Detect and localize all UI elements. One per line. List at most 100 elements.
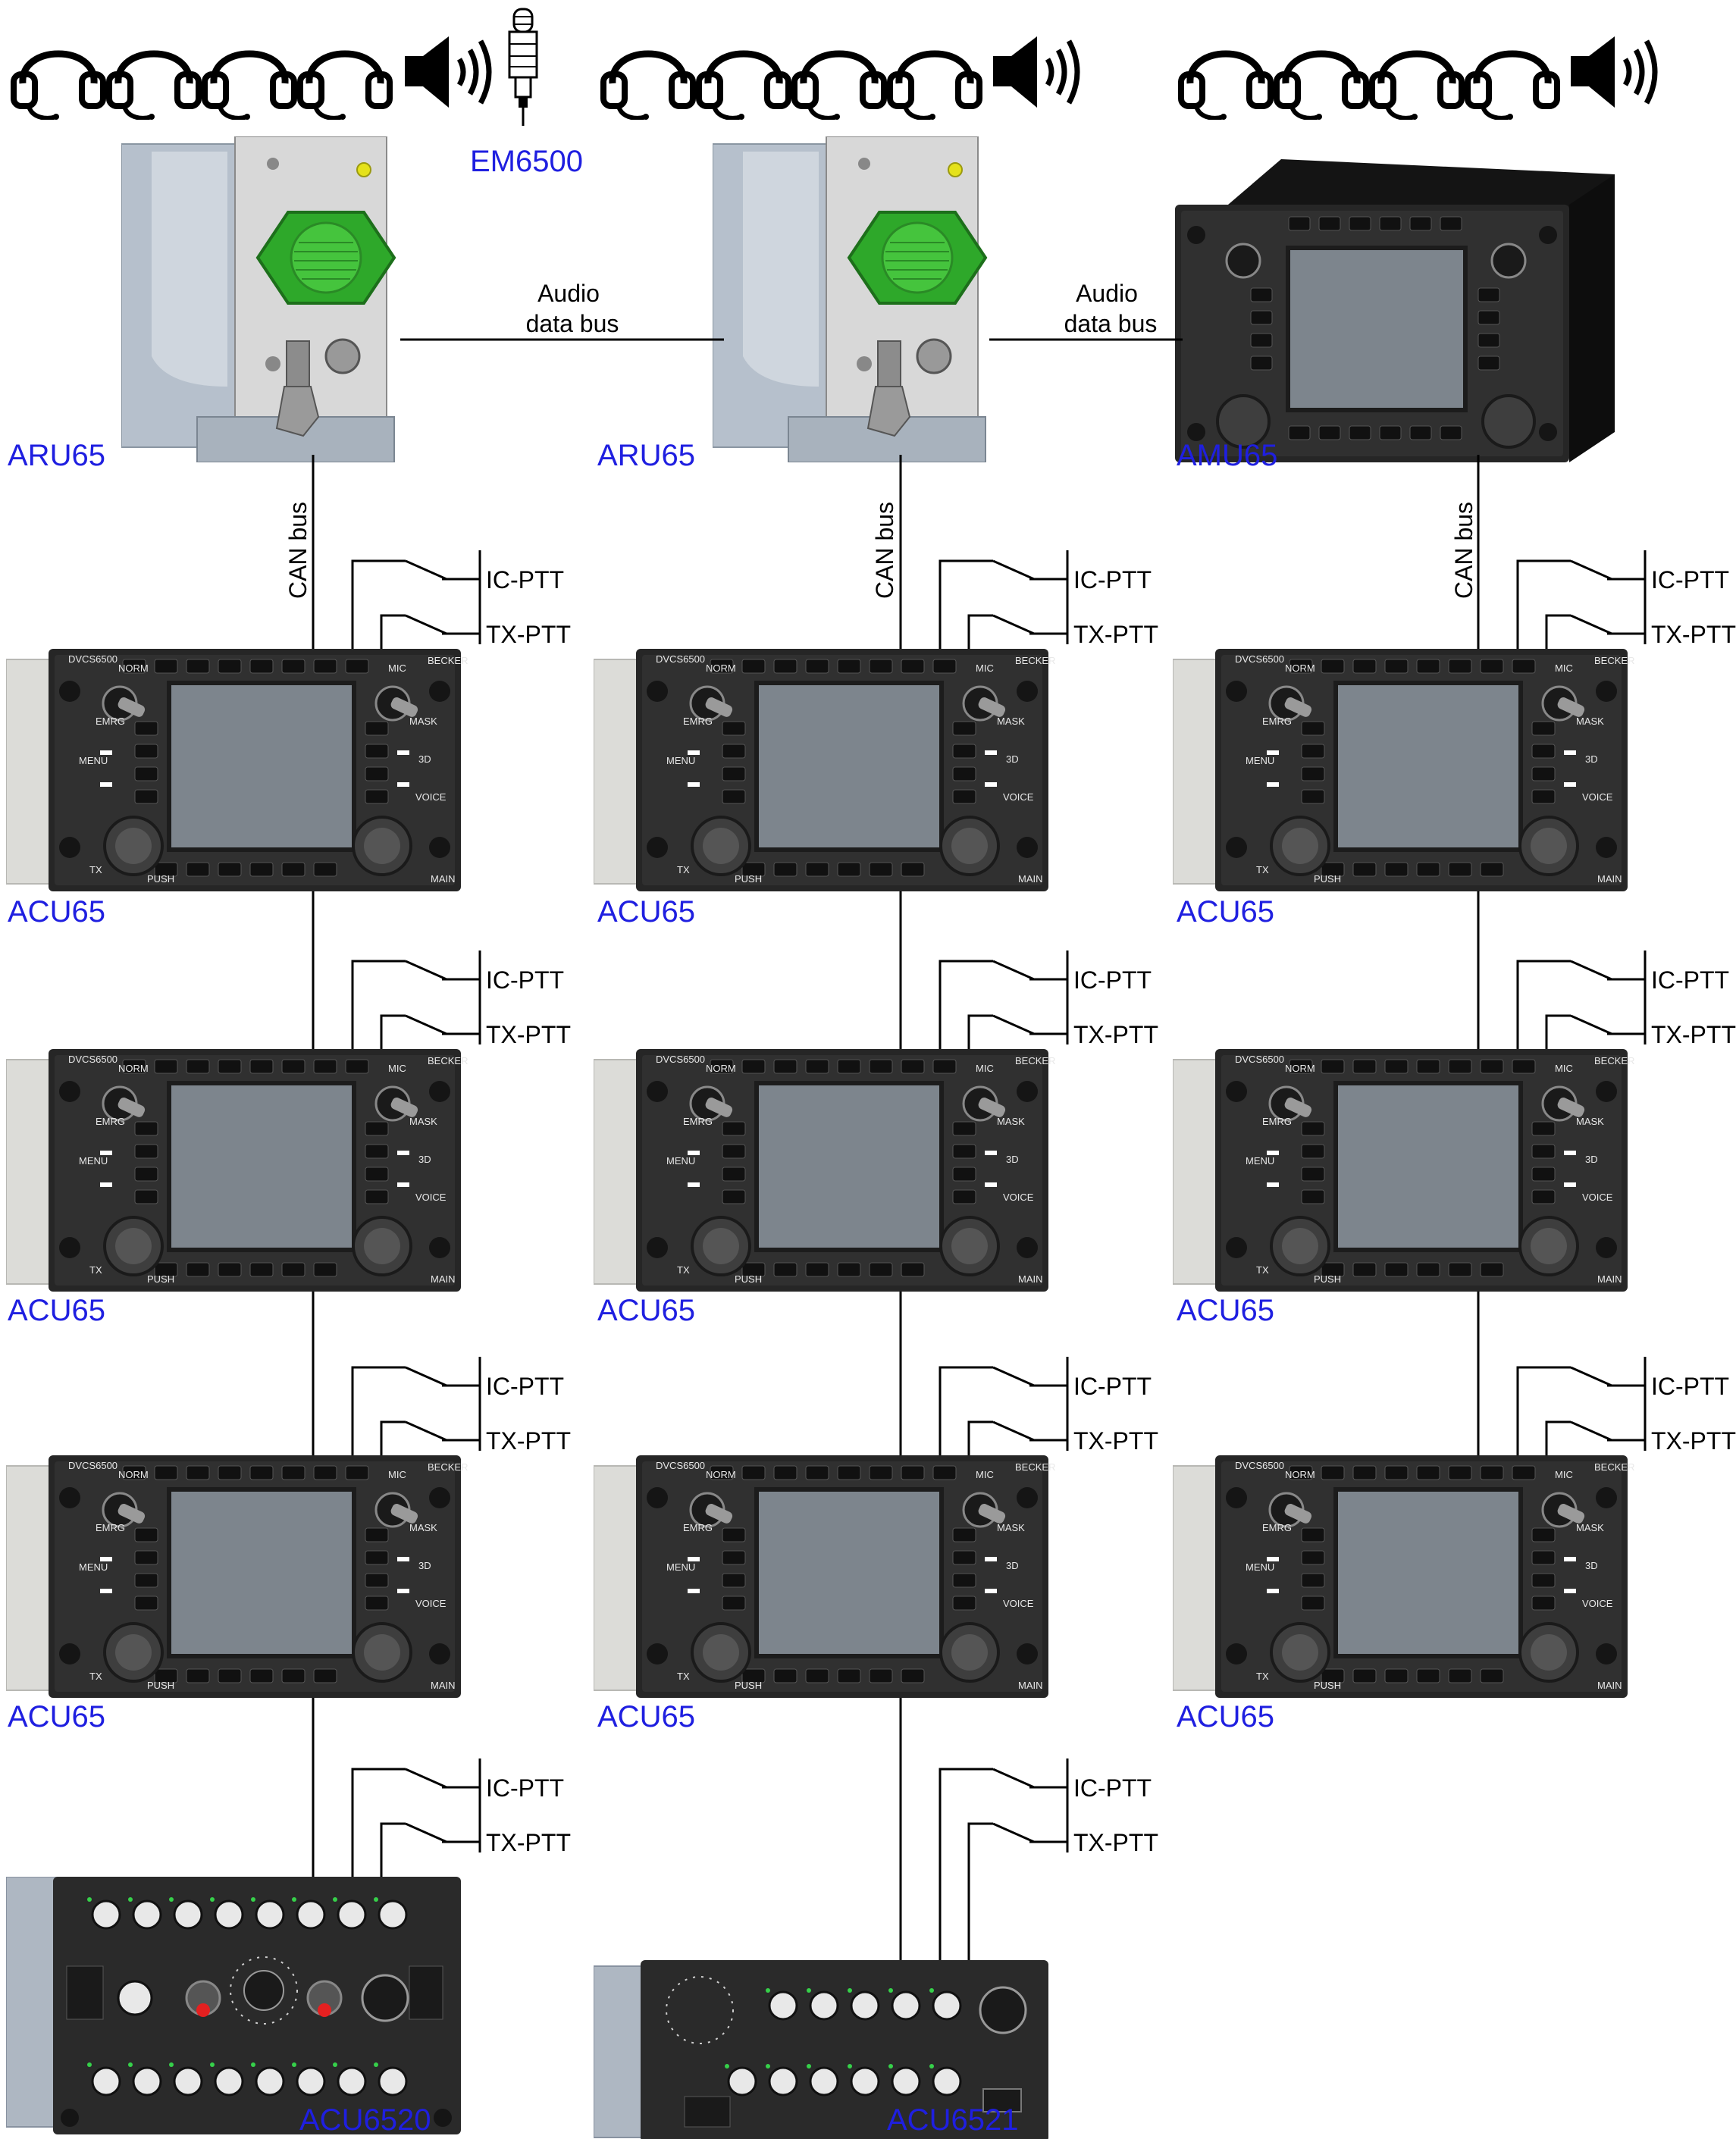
- panel-legend-text: BECKER: [1594, 655, 1634, 666]
- can-bus-label: CAN bus: [871, 502, 898, 599]
- top-unit-label: AMU65: [1177, 439, 1277, 472]
- ptt-switch-arm: [992, 1014, 1035, 1035]
- panel-legend-text: DVCS6500: [1235, 653, 1284, 665]
- ic-ptt-label: IC-PTT: [486, 566, 564, 593]
- headset-icon: [1181, 54, 1271, 120]
- panel-legend-text: EMRG: [1262, 1116, 1292, 1127]
- panel-legend-text: MIC: [976, 662, 994, 674]
- panel-legend-text: BECKER: [1594, 1055, 1634, 1066]
- acu65-panel: [1173, 1049, 1628, 1292]
- panel-legend-text: MIC: [976, 1063, 994, 1074]
- panel-legend-text: PUSH: [147, 1680, 174, 1691]
- tx-ptt-label: TX-PTT: [1651, 621, 1736, 648]
- ic-ptt-label: IC-PTT: [1651, 566, 1729, 593]
- panel-legend-text: VOICE: [1003, 791, 1034, 803]
- panel-legend-text: MASK: [1576, 1116, 1604, 1127]
- ptt-switch-arm: [992, 960, 1035, 981]
- panel-legend-text: NORM: [118, 1063, 149, 1074]
- ptt-switch-arm: [405, 1420, 447, 1442]
- audio-bus-label: Audio: [1076, 280, 1138, 307]
- ic-ptt-label: IC-PTT: [1073, 1373, 1152, 1400]
- speaker-icon: [405, 36, 489, 108]
- panel-legend-text: DVCS6500: [68, 653, 118, 665]
- panel-legend-text: 3D: [1585, 1154, 1598, 1165]
- speaker-icon: [1571, 36, 1655, 108]
- panel-legend-text: MIC: [1555, 1063, 1573, 1074]
- headset-icon: [699, 54, 788, 120]
- panel-legend-text: MAIN: [431, 873, 456, 885]
- tx-ptt-label: TX-PTT: [1073, 1021, 1158, 1048]
- top-unit-label: ARU65: [8, 439, 105, 472]
- panel-legend-text: NORM: [118, 662, 149, 674]
- panel-legend-text: VOICE: [1582, 1598, 1613, 1609]
- audio-bus-label: data bus: [1064, 310, 1158, 337]
- panel-legend-text: TX: [677, 1264, 690, 1276]
- tx-ptt-label: TX-PTT: [1073, 1829, 1158, 1856]
- ptt-wire: [1545, 1014, 1571, 1052]
- panel-legend-text: BECKER: [1015, 655, 1055, 666]
- panel-legend-text: MIC: [1555, 1469, 1573, 1480]
- panel-legend-text: DVCS6500: [656, 653, 705, 665]
- panel-legend-text: MASK: [1576, 716, 1604, 727]
- ptt-wire: [351, 1768, 406, 1880]
- acu65-label: ACU65: [8, 1700, 105, 1733]
- panel-legend-text: EMRG: [683, 1116, 713, 1127]
- tx-ptt-label: TX-PTT: [486, 1829, 571, 1856]
- acu65-panel: [6, 1455, 461, 1698]
- panel-legend-text: 3D: [1585, 753, 1598, 765]
- panel-legend-text: PUSH: [735, 1680, 762, 1691]
- em6500-label: EM6500: [470, 145, 583, 178]
- ic-ptt-label: IC-PTT: [1651, 1373, 1729, 1400]
- acu65-panel: [6, 649, 461, 891]
- panel-legend-text: BECKER: [1015, 1055, 1055, 1066]
- ptt-switch-arm: [405, 559, 447, 581]
- ptt-wire: [939, 1366, 993, 1458]
- aru65-unit: [713, 136, 987, 462]
- panel-legend-text: MENU: [79, 1155, 108, 1167]
- panel-legend-text: MIC: [976, 1469, 994, 1480]
- panel-legend-text: TX: [89, 1264, 102, 1276]
- acu6520-label: ACU6520: [299, 2103, 431, 2137]
- panel-legend-text: TX: [89, 1671, 102, 1682]
- tx-ptt-label: TX-PTT: [1073, 621, 1158, 648]
- panel-legend-text: TX: [677, 864, 690, 875]
- panel-legend-text: DVCS6500: [1235, 1054, 1284, 1065]
- ic-ptt-label: IC-PTT: [1651, 966, 1729, 994]
- ptt-switch-arm: [405, 1822, 447, 1843]
- panel-legend-text: EMRG: [96, 1116, 125, 1127]
- panel-legend-text: 3D: [418, 1154, 431, 1165]
- panel-legend-text: PUSH: [735, 873, 762, 885]
- ptt-switch-arm: [992, 1768, 1035, 1789]
- ptt-switch-arm: [992, 559, 1035, 581]
- ptt-wire: [939, 559, 993, 652]
- ic-ptt-label: IC-PTT: [1073, 1774, 1152, 1802]
- ptt-switch-arm: [405, 614, 447, 635]
- panel-legend-text: MENU: [1246, 755, 1274, 766]
- ptt-switch-arm: [1570, 614, 1612, 635]
- panel-legend-text: MIC: [388, 662, 406, 674]
- audio-bus-label: data bus: [526, 310, 619, 337]
- panel-legend-text: BECKER: [428, 1461, 468, 1473]
- ptt-switch-arm: [1570, 559, 1612, 581]
- panel-legend-text: VOICE: [1003, 1598, 1034, 1609]
- ic-ptt-label: IC-PTT: [1073, 566, 1152, 593]
- panel-printed-text: DVCS6500NORMEMRGMENUBECKERMICMASK3DVOICE…: [68, 653, 1634, 1691]
- ptt-switch-arm: [992, 1822, 1035, 1843]
- amu65-unit: [1175, 159, 1615, 462]
- panel-legend-text: MENU: [666, 1561, 695, 1573]
- ptt-switch-arm: [405, 1768, 447, 1789]
- headset-icon: [1372, 54, 1462, 120]
- acu65-label: ACU65: [1177, 895, 1274, 929]
- ptt-switch-arm: [405, 1366, 447, 1387]
- panel-legend-text: MAIN: [1018, 1273, 1043, 1285]
- ptt-wire: [1516, 559, 1571, 652]
- acu65-panel: [594, 649, 1048, 891]
- tx-ptt-label: TX-PTT: [486, 621, 571, 648]
- ptt-switch-arm: [405, 1014, 447, 1035]
- panel-legend-text: DVCS6500: [1235, 1460, 1284, 1471]
- panel-legend-text: MASK: [997, 1116, 1025, 1127]
- ptt-switch-arm: [1570, 1014, 1612, 1035]
- acu6520-panel: [6, 1877, 461, 2134]
- panel-legend-text: MAIN: [431, 1680, 456, 1691]
- ptt-wire: [380, 1420, 406, 1458]
